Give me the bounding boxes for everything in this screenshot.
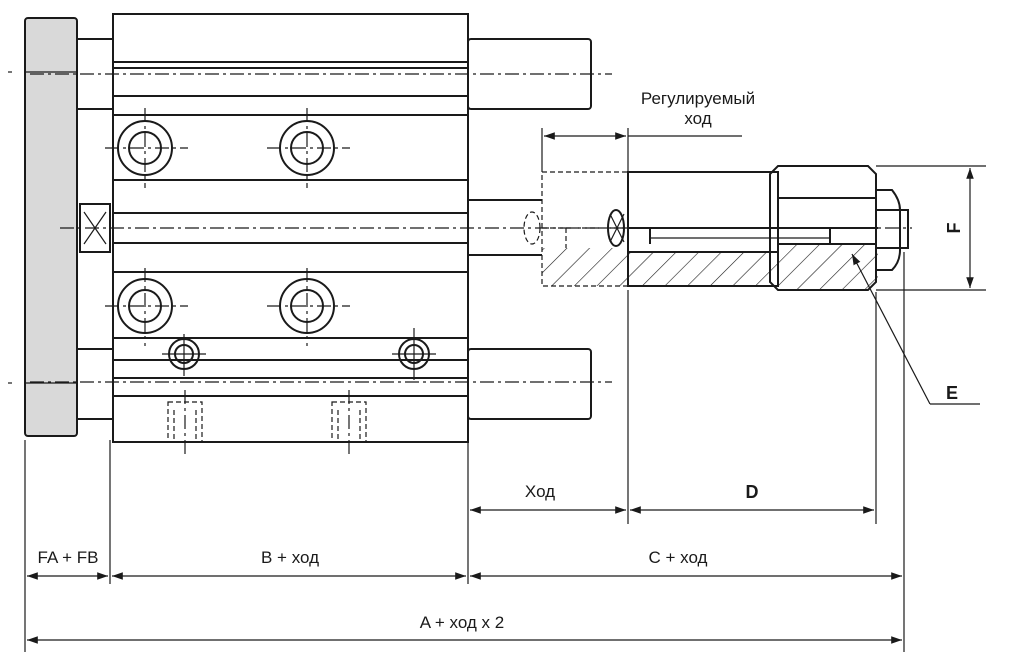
mounting-hole-bottom-left [105,268,188,346]
rod-extended-phantom [523,171,629,287]
upper-guide-rod [30,38,612,110]
dimension-b-stroke: B + ход [112,548,466,580]
label-a-stroke-x2: A + ход x 2 [420,613,505,632]
mounting-hole-bottom-right [267,268,350,346]
hidden-threaded-hole-left [167,390,203,456]
label-stroke: Ход [525,482,555,501]
rear-hex-socket [79,203,111,253]
air-port-right [392,328,436,380]
label-b-stroke: B + ход [261,548,319,567]
dimension-stroke: Ход [470,482,626,514]
end-plate [8,17,78,437]
air-port-left [162,334,206,376]
dimension-a-stroke-x2: A + ход x 2 [26,613,902,644]
label-adjustable-stroke-line2: ход [684,109,711,128]
dimension-fa-fb: FA + FB [26,548,108,580]
label-e: E [946,383,958,403]
label-fa-fb: FA + FB [38,548,99,567]
label-f: F [944,223,964,234]
dimension-c-stroke: C + ход [470,548,902,580]
dimension-d: D [630,482,874,514]
lock-nut [875,189,909,271]
rod-end-section [607,171,878,287]
leader-e: E [851,253,980,405]
extension-lines [24,252,905,652]
hex-nut [769,165,878,291]
label-adjustable-stroke-line1: Регулируемый [641,89,755,108]
label-d: D [746,482,759,502]
dimension-adjustable-stroke: Регулируемый ход [541,89,755,172]
mounting-hole-top-left [105,108,188,188]
label-c-stroke: C + ход [649,548,708,567]
mounting-hole-top-right [267,108,350,188]
dimension-f: F [876,165,986,291]
hidden-threaded-hole-right [331,390,367,456]
